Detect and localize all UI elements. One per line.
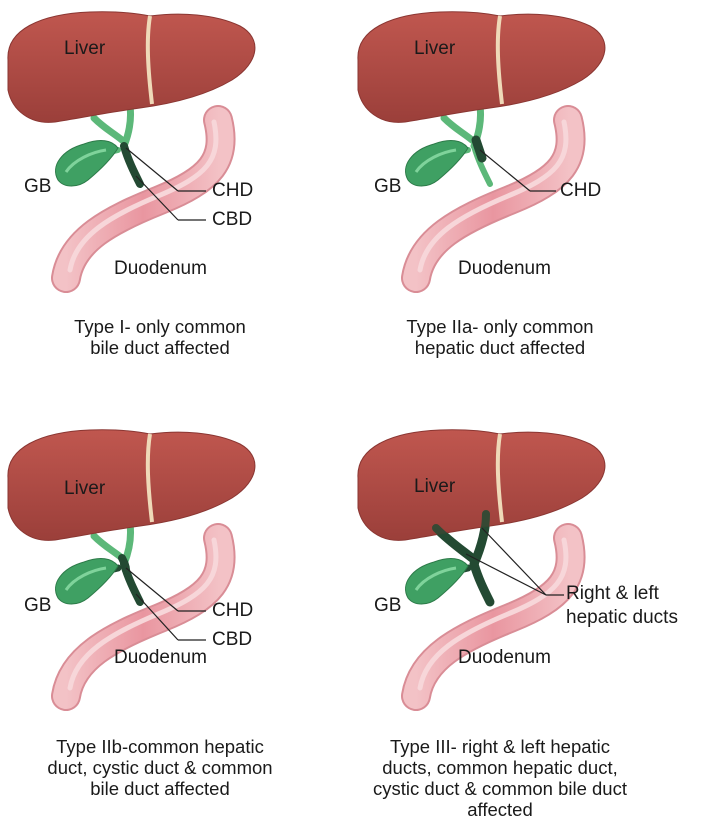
right-left-label: Right & left hepatic ducts bbox=[566, 582, 678, 630]
gallbladder-shape bbox=[56, 141, 118, 186]
caption-type-2b: Type IIb-common hepatic duct, cystic duc… bbox=[0, 736, 320, 799]
liver-label: Liver bbox=[64, 478, 105, 500]
gb-label: GB bbox=[24, 176, 51, 198]
chd-label: CHD bbox=[560, 180, 601, 202]
caption-type-3: Type III- right & left hepatic ducts, co… bbox=[340, 736, 660, 820]
gallbladder-shape bbox=[56, 559, 118, 604]
gb-label: GB bbox=[374, 176, 401, 198]
panel-type-1: Liver GB CHD CBD Duodenum Type I- only c… bbox=[0, 0, 355, 410]
panel-type-3: Liver GB Right & left hepatic ducts Duod… bbox=[350, 418, 705, 828]
panel-type-2a: Liver GB CHD Duodenum Type IIa- only com… bbox=[350, 0, 705, 410]
gallbladder-shape bbox=[406, 559, 468, 604]
liver-label: Liver bbox=[64, 38, 105, 60]
cbd-label: CBD bbox=[212, 209, 252, 231]
chd-label: CHD bbox=[212, 600, 253, 622]
duodenum-label: Duodenum bbox=[458, 647, 551, 669]
gallbladder-shape bbox=[406, 141, 468, 186]
duodenum-label: Duodenum bbox=[114, 647, 207, 669]
chd-label: CHD bbox=[212, 180, 253, 202]
panel-type-2b: Liver GB CHD CBD Duodenum Type IIb-commo… bbox=[0, 418, 355, 828]
liver-label: Liver bbox=[414, 38, 455, 60]
duodenum-label: Duodenum bbox=[458, 258, 551, 280]
gb-label: GB bbox=[374, 595, 401, 617]
gb-label: GB bbox=[24, 595, 51, 617]
caption-type-2a: Type IIa- only common hepatic duct affec… bbox=[350, 316, 650, 358]
caption-type-1: Type I- only common bile duct affected bbox=[0, 316, 320, 358]
liver-label: Liver bbox=[414, 476, 455, 498]
duodenum-label: Duodenum bbox=[114, 258, 207, 280]
cbd-label: CBD bbox=[212, 629, 252, 651]
